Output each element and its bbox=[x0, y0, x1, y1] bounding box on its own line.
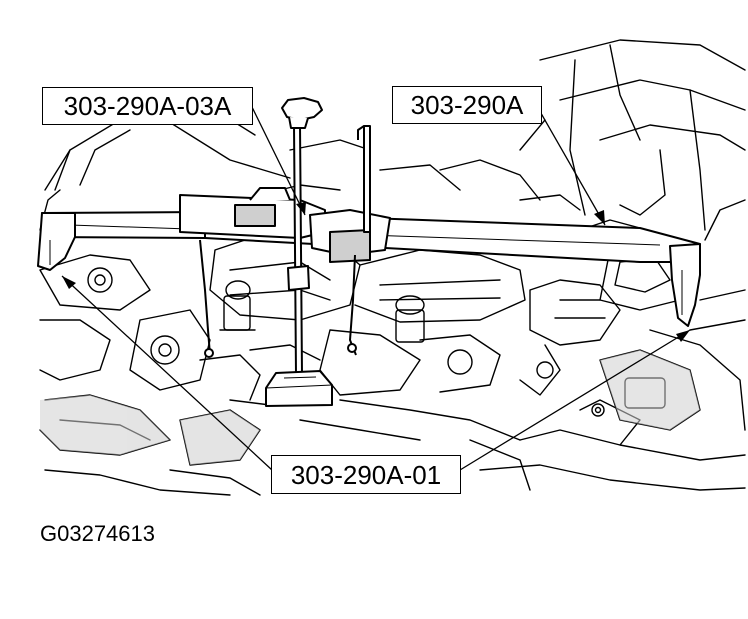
callout-crossbar-adapter-label: 303-290A-03A bbox=[42, 87, 253, 125]
leader-arrowheads bbox=[62, 202, 690, 342]
support-bar-tool bbox=[37, 97, 701, 407]
engine-bay-shading bbox=[40, 350, 700, 465]
leader-lines bbox=[61, 106, 691, 471]
callout-leg-feet-label: 303-290A-01 bbox=[271, 455, 461, 494]
callout-support-bar-label: 303-290A bbox=[392, 86, 542, 124]
figure-id-label: G03274613 bbox=[40, 521, 155, 546]
